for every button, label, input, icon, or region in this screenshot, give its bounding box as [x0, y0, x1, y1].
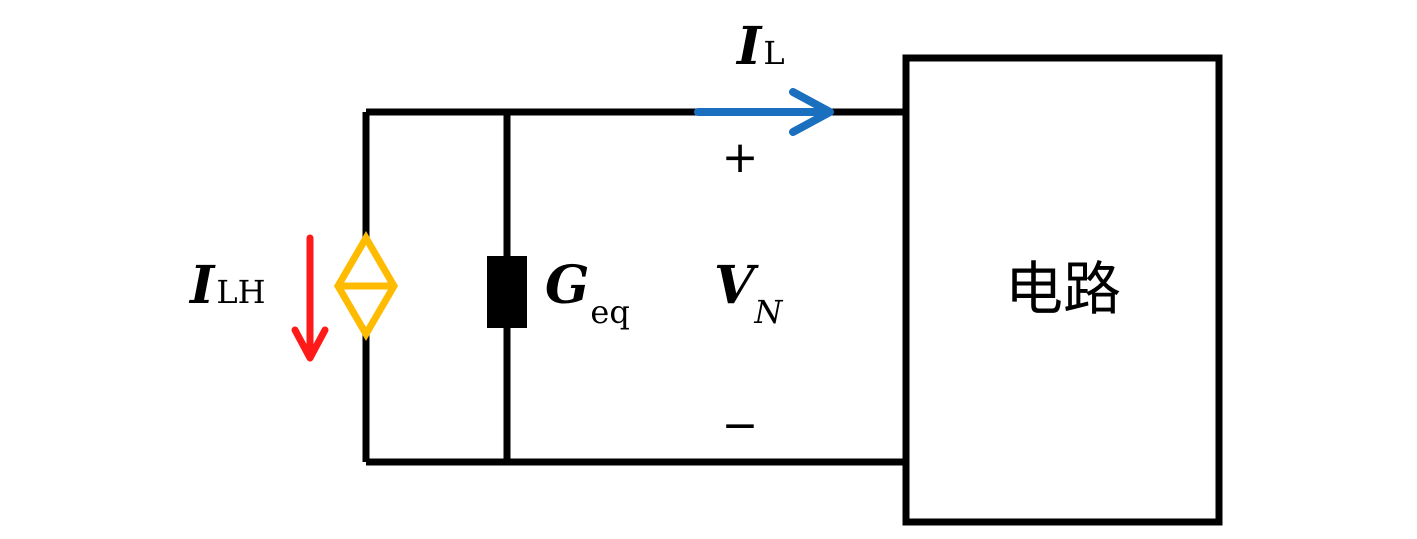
- load-current-arrow: [694, 88, 834, 136]
- circuit-box-label: 电路: [1005, 255, 1121, 323]
- conductance-label: Geq: [545, 255, 630, 331]
- load-current-label: IL: [735, 16, 785, 77]
- current-source: [333, 231, 399, 341]
- source-current-label: ILH: [188, 255, 265, 316]
- minus-sign: −: [722, 400, 759, 451]
- circuit-box: [902, 54, 1223, 526]
- plus-sign: +: [722, 132, 759, 183]
- current-source-diamond: [333, 231, 399, 341]
- source-current-arrow: [291, 234, 329, 362]
- voltage-label: VN: [714, 255, 783, 331]
- wires: [362, 108, 906, 466]
- conductance-block: [487, 256, 527, 328]
